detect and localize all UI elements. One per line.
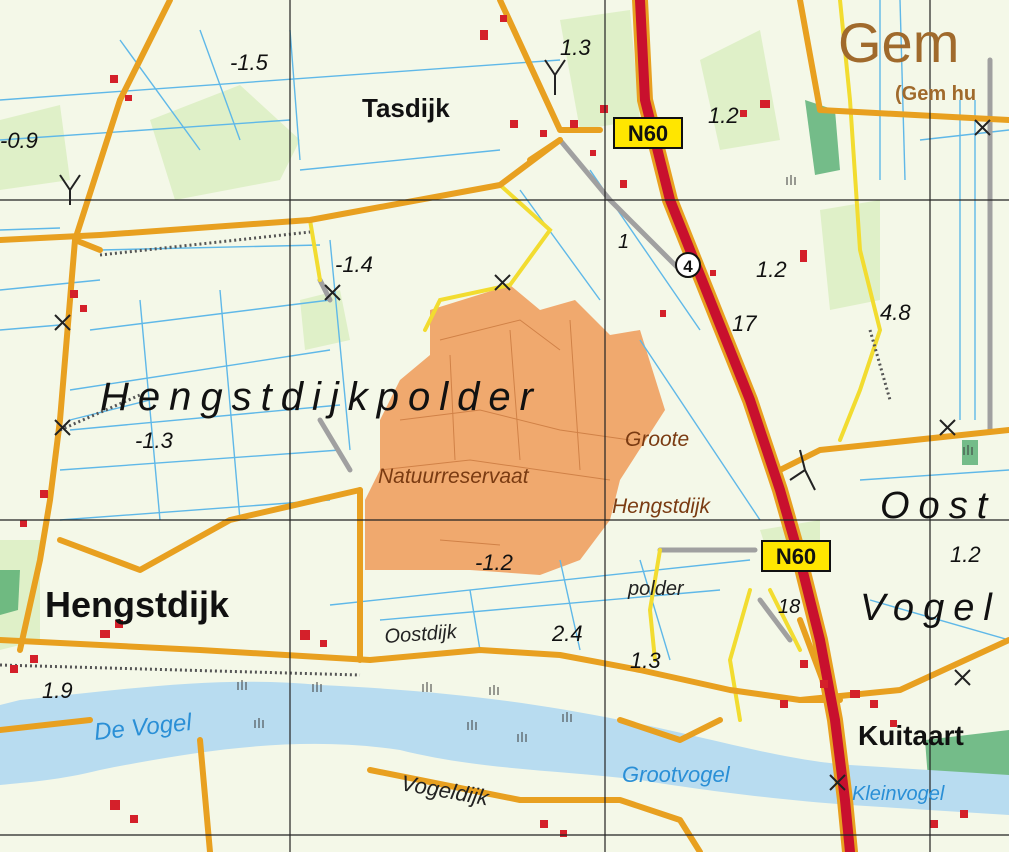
place-kuitaart[interactable]: Kuitaart — [858, 720, 964, 751]
place-hengstdijk[interactable]: Hengstdijk — [45, 584, 230, 625]
n60-label-bottom: N60 — [776, 544, 816, 569]
spot-height: 2.4 — [551, 621, 583, 646]
spot-height: 1.9 — [42, 678, 73, 703]
exit-4-label: 4 — [683, 257, 693, 276]
place-gem-sub: (Gem hu — [895, 83, 976, 105]
spot-height: -1.5 — [230, 50, 269, 75]
polder-vogel[interactable]: Vogel — [860, 587, 1001, 629]
buildings — [10, 15, 968, 837]
label-natuurreservaat[interactable]: Natuurreservaat — [378, 465, 530, 488]
n60-motorway — [632, 0, 858, 852]
label-hengstdijk-small: Hengstdijk — [612, 495, 712, 518]
exit-4-marker[interactable]: 4 — [675, 252, 701, 278]
spot-height: -0.9 — [0, 128, 38, 153]
spot-height: 1.2 — [756, 257, 787, 282]
map-symbols — [54, 59, 991, 791]
road-oostdijk[interactable]: Oostdijk — [384, 621, 459, 648]
polder-hengstdijkpolder[interactable]: Hengstdijkpolder — [100, 375, 542, 419]
polder-oost[interactable]: Oost — [880, 485, 996, 527]
label-polder: polder — [627, 578, 685, 600]
place-gem[interactable]: Gem — [838, 11, 959, 74]
nature-reserve-area — [365, 285, 665, 575]
de-vogel-water — [0, 681, 1009, 815]
water-grootvogel[interactable]: Grootvogel — [622, 762, 731, 787]
spot-height: 17 — [732, 311, 757, 336]
spot-height: 1.2 — [950, 542, 981, 567]
spot-height: 1.2 — [708, 103, 739, 128]
spot-height: 1.3 — [630, 648, 661, 673]
water-kleinvogel[interactable]: Kleinvogel — [852, 783, 945, 805]
reserve-internal-lines — [379, 319, 631, 546]
reed-symbols — [237, 175, 973, 742]
n60-badge-top[interactable]: N60 — [613, 117, 683, 149]
spot-height: 18 — [778, 596, 800, 618]
spot-height: 4.8 — [880, 300, 911, 325]
spot-height: 1 — [618, 231, 629, 253]
spot-height: -1.2 — [475, 550, 513, 575]
spot-height: -1.4 — [335, 252, 373, 277]
minor-roads — [308, 0, 883, 722]
meadow-parcels — [0, 10, 880, 650]
dike-hatching — [0, 230, 892, 677]
place-tasdijk[interactable]: Tasdijk — [362, 93, 450, 123]
spot-height: 1.3 — [560, 35, 591, 60]
spot-height: -1.3 — [135, 428, 174, 453]
label-groote: Groote — [625, 428, 689, 451]
n60-label-top: N60 — [628, 121, 668, 146]
ditch-network — [0, 0, 1009, 661]
n60-badge-bottom[interactable]: N60 — [761, 540, 831, 572]
